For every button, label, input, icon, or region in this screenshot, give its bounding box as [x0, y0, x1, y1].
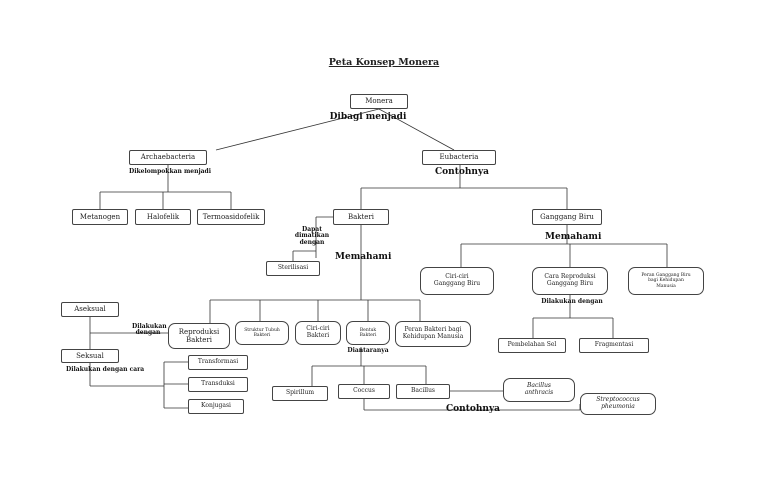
label-dilakukan-dengan-cara: Dilakukan dengan cara [66, 366, 145, 373]
label-contohnya-1: Contohnya [434, 167, 490, 177]
node-ciri-bakteri: Ciri-ciri Bakteri [295, 321, 341, 345]
node-ciri-ganggang: Ciri-ciri Ganggang Biru [420, 267, 494, 295]
node-fragmentasi: Fragmentasi [579, 338, 649, 353]
node-metanogen: Metanogen [72, 209, 128, 225]
node-aseksual: Aseksual [61, 302, 119, 317]
node-cara-reproduksi-ganggang: Cara Reproduksi Ganggang Biru [532, 267, 608, 295]
node-bacillus-anthracis: Bacillus anthracis [503, 378, 575, 402]
label-dapat-dimatikan: Dapat dimatikan dengan [294, 226, 330, 246]
node-pembelahan-sel: Pembelahan Sel [498, 338, 566, 353]
node-reproduksi-bakteri: Reproduksi Bakteri [168, 323, 230, 349]
node-termoasidofelik: Termoasidofelik [197, 209, 265, 225]
label-diantaranya: Diantaranya [347, 347, 389, 354]
label-memahami-2: Memahami [545, 232, 602, 242]
node-struktur-tubuh: Struktur Tubuh Bakteri [235, 321, 289, 345]
node-transformasi: Transformasi [188, 355, 248, 370]
node-spirillum: Spirillum [272, 386, 328, 401]
node-eubacteria: Eubacteria [422, 150, 496, 165]
node-peran-bakteri: Peran Bakteri bagi Kehidupan Manusia [395, 321, 471, 347]
node-konjugasi: Konjugasi [188, 399, 244, 414]
node-streptococcus: Streptococcus pheumonia [580, 393, 656, 415]
node-coccus: Coccus [338, 384, 390, 399]
label-memahami-1: Memahami [335, 252, 392, 262]
label-dilakukan-dengan-2: Dilakukan dengan [541, 298, 603, 305]
node-halofelik: Halofelik [135, 209, 191, 225]
node-archaebacteria: Archaebacteria [129, 150, 207, 165]
node-bacillus: Bacillus [396, 384, 450, 399]
node-ganggang-biru: Ganggang Biru [532, 209, 602, 225]
node-bentuk-bakteri: Bentuk Bakteri [346, 321, 390, 345]
node-sterilisasi: Sterilisasi [266, 261, 320, 276]
label-dibagi-menjadi: Dibagi menjadi [329, 112, 407, 122]
map-title: Peta Konsep Monera [328, 57, 440, 68]
node-bakteri: Bakteri [333, 209, 389, 225]
node-peran-ganggang: Peran Ganggang Biru bagi Kehidupan Manus… [628, 267, 704, 295]
label-dilakukan-dengan-1: Dilakukan dengan [132, 323, 167, 337]
node-monera: Monera [350, 94, 408, 109]
label-contohnya-2: Contohnya [445, 404, 501, 414]
label-dikelompokkan-menjadi: Dikelompokkan menjadi [129, 168, 211, 175]
node-seksual: Seksual [61, 349, 119, 363]
node-transduksi: Transduksi [188, 377, 248, 392]
